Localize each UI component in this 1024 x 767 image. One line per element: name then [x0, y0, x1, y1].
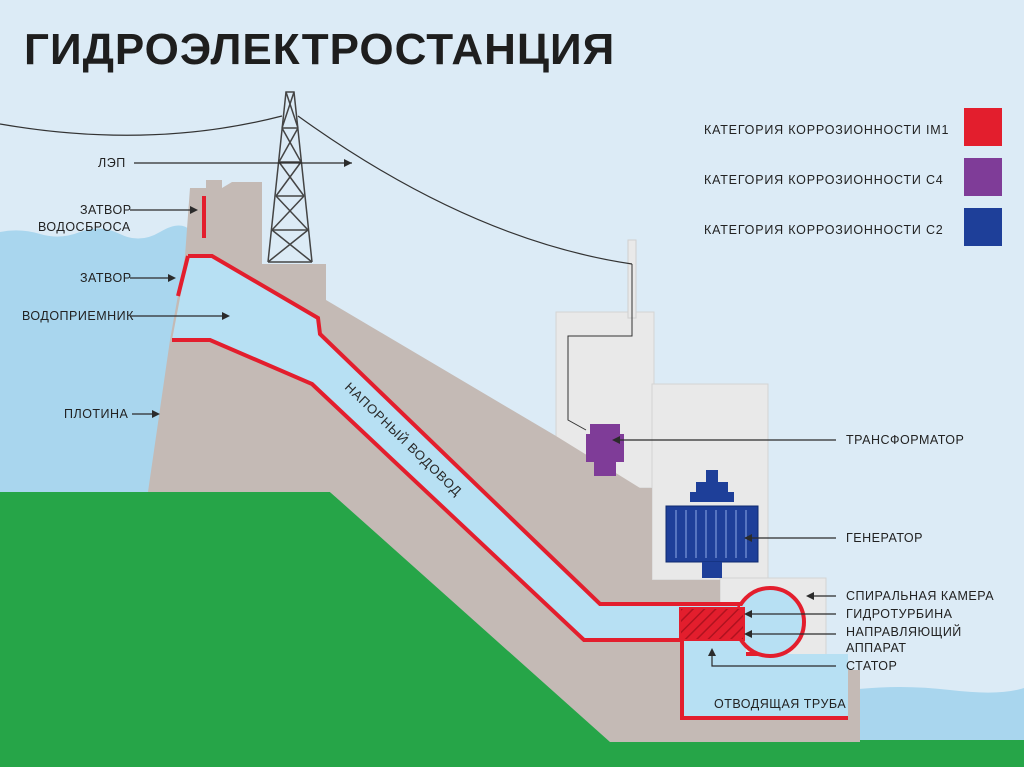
label-intake: ВОДОПРИЕМНИК: [22, 309, 134, 323]
label-spillway-gate-1: ЗАТВОР: [80, 203, 132, 217]
page-title: ГИДРОЭЛЕКТРОСТАНЦИЯ: [24, 25, 615, 74]
label-spillway-gate-2: ВОДОСБРОСА: [38, 220, 131, 234]
label-lep: ЛЭП: [98, 156, 126, 170]
legend-label-c4: КАТЕГОРИЯ КОРРОЗИОННОСТИ С4: [704, 173, 944, 187]
tower-icon: [267, 91, 313, 263]
label-stator: СТАТОР: [846, 659, 897, 673]
label-gate: ЗАТВОР: [80, 271, 132, 285]
label-outlet: ОТВОДЯЩАЯ ТРУБА: [714, 697, 846, 711]
penstock-top-red: [188, 254, 746, 606]
outlet-water: [682, 640, 848, 718]
label-guide-1: НАПРАВЛЯЮЩИЙ: [846, 624, 962, 639]
legend-label-im1: КАТЕГОРИЯ КОРРОЗИОННОСТИ IM1: [704, 123, 949, 137]
label-spiral-chamber: СПИРАЛЬНАЯ КАМЕРА: [846, 589, 994, 603]
feeder-line: [567, 264, 633, 431]
legend-swatch-c2: [964, 208, 1002, 246]
legend-label-c2: КАТЕГОРИЯ КОРРОЗИОННОСТИ С2: [704, 223, 944, 237]
legend-swatch-c4: [964, 158, 1002, 196]
turbine: [679, 607, 745, 641]
ground: [0, 492, 1024, 767]
label-generator: ГЕНЕРАТОР: [846, 531, 923, 545]
legend-swatch-im1: [964, 108, 1002, 146]
label-dam: ПЛОТИНА: [64, 407, 129, 421]
legend: КАТЕГОРИЯ КОРРОЗИОННОСТИ IM1 КАТЕГОРИЯ К…: [704, 108, 1002, 246]
reservoir-water: [0, 225, 190, 501]
label-transformer: ТРАНСФОРМАТОР: [846, 433, 964, 447]
generator: [665, 470, 759, 578]
label-turbine: ГИДРОТУРБИНА: [846, 607, 953, 621]
penstock-water: [172, 256, 746, 640]
dam-body: [148, 180, 860, 742]
label-guide-2: АППАРАТ: [846, 641, 907, 655]
penstock-bottom-red: [172, 338, 848, 720]
transformer: [586, 424, 624, 476]
power-line-right: [297, 115, 633, 265]
power-line-left: [0, 115, 283, 136]
intake-gate-red: [176, 255, 190, 297]
